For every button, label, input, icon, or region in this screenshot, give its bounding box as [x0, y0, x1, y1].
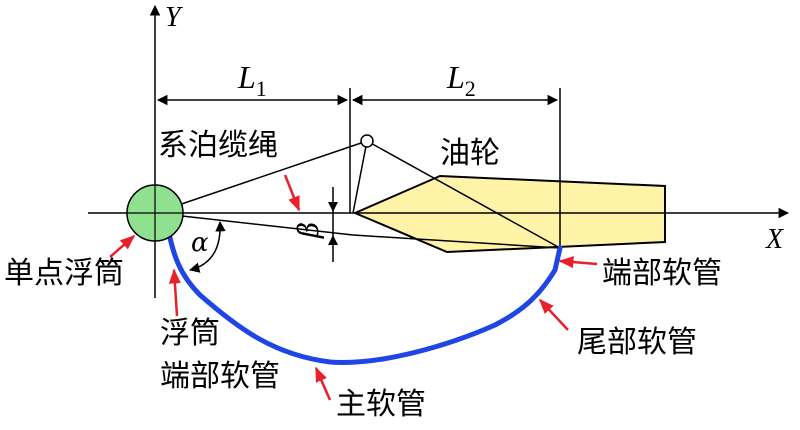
buoy-end-hose-label-line2: 端部软管	[160, 359, 280, 394]
main-hose-label: 主软管	[336, 387, 426, 422]
mooring-line-label: 系泊缆绳	[158, 128, 278, 163]
buoy-end-hose-label-line1: 浮筒	[160, 316, 220, 351]
arrow-tail-hose	[538, 298, 569, 331]
alpha-arc	[188, 220, 226, 273]
tail-hose-label: 尾部软管	[577, 325, 697, 360]
mooring-line-upper	[154, 140, 368, 214]
beta-arrow-top	[328, 202, 338, 212]
end-hose-label: 端部软管	[602, 256, 722, 291]
arrow-buoy-end-hose	[168, 268, 181, 317]
fairlead-to-stern	[366, 140, 561, 249]
l2-label: L2	[446, 59, 476, 101]
alpha-label: α	[191, 228, 209, 258]
tanker-label: 油轮	[440, 136, 500, 171]
bow-to-stern-line	[352, 234, 561, 249]
tanker-hull	[352, 174, 666, 254]
fairlead-circle	[360, 134, 374, 148]
hose	[165, 225, 563, 365]
y-axis-label: Y	[165, 2, 184, 33]
fairlead-to-bow	[352, 140, 368, 214]
l1-label: L1	[237, 59, 267, 101]
spm-buoy-label: 单点浮筒	[4, 256, 124, 291]
x-axis-label: X	[765, 224, 784, 255]
arrow-main-hose	[314, 366, 332, 401]
arrow-spm-buoy	[109, 235, 136, 258]
arrow-mooring-line	[283, 174, 301, 212]
arrow-end-hose	[558, 256, 598, 269]
beta-label: β	[292, 222, 325, 239]
mooring-line-lower	[154, 212, 354, 236]
beta-arrow-bottom	[328, 235, 338, 245]
